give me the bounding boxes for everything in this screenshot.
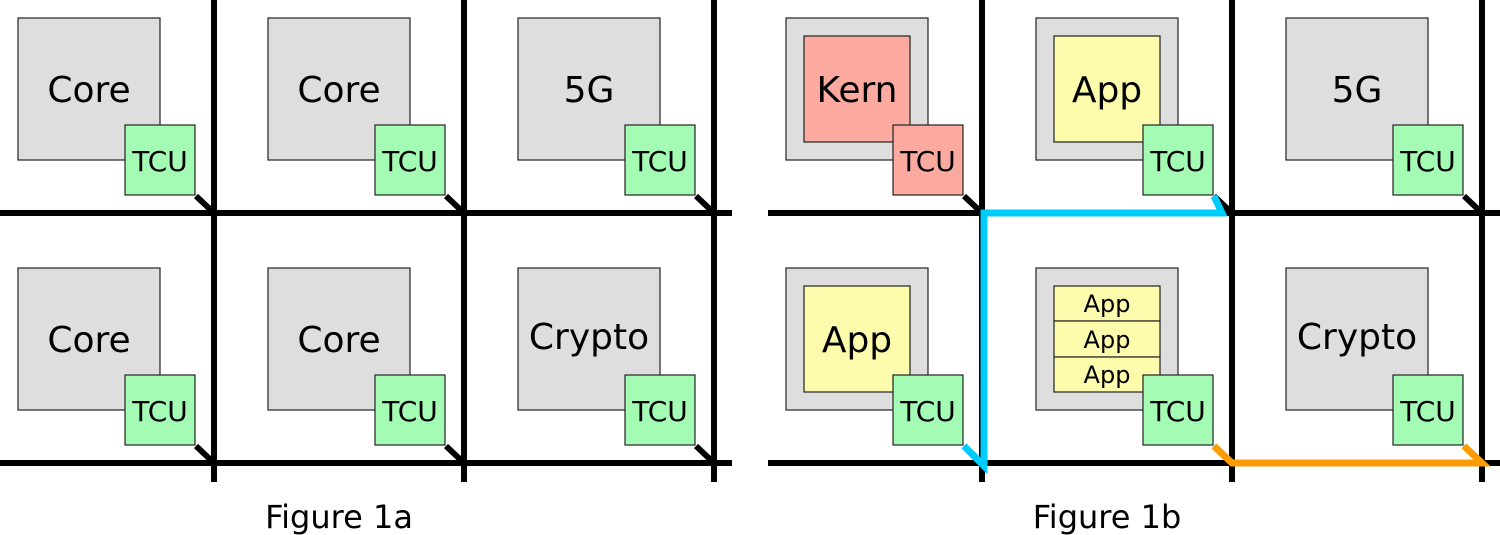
- tile-core-3: Core TCU: [17, 267, 196, 446]
- tile-label: Crypto: [529, 317, 649, 358]
- tcu-label: TCU: [381, 395, 438, 428]
- tcu-box: [374, 124, 446, 196]
- tcu-label: TCU: [1149, 145, 1206, 178]
- tile-crypto: Crypto TCU: [517, 267, 696, 446]
- tcu-label: TCU: [631, 145, 688, 178]
- tcu-box: [1392, 124, 1464, 196]
- router-link: [961, 193, 985, 216]
- tile-label: App: [1072, 70, 1142, 111]
- tile-label: Kern: [817, 70, 898, 111]
- tile-label: Core: [297, 320, 380, 361]
- figure-caption: Figure 1b: [1033, 498, 1182, 535]
- tile-app-1: App TCU: [1035, 17, 1214, 196]
- router-link: [193, 193, 217, 216]
- app-slot-label: App: [1084, 361, 1131, 389]
- tcu-label: TCU: [1399, 145, 1456, 178]
- router-link: [693, 443, 717, 466]
- app-box: [803, 285, 911, 393]
- tile-label: 5G: [564, 70, 615, 111]
- tile-label: Core: [47, 70, 130, 111]
- tcu-box: [624, 374, 696, 446]
- tile-kernel: Kern TCU: [785, 17, 964, 196]
- router-link: [693, 193, 717, 216]
- tile-label: 5G: [1332, 70, 1383, 111]
- app-box: [1053, 35, 1161, 143]
- tile-core-4: Core TCU: [267, 267, 446, 446]
- kernel-box: [803, 35, 911, 143]
- app-slot: [1053, 356, 1161, 393]
- app-slot-label: App: [1084, 326, 1131, 354]
- router-link: [1461, 193, 1485, 216]
- route-blue: [961, 194, 1228, 475]
- app-slot: [1053, 285, 1161, 322]
- tcu-box: [1392, 374, 1464, 446]
- router-link: [193, 443, 217, 466]
- figure-caption: Figure 1a: [265, 498, 413, 535]
- tile-5g: 5G TCU: [517, 17, 696, 196]
- tcu-box: [1142, 124, 1214, 196]
- figure-1b: Kern TCU App TCU 5G TCU App TCU: [768, 0, 1500, 535]
- tcu-box: [124, 124, 196, 196]
- tile-label: Crypto: [1297, 317, 1417, 358]
- tcu-label: TCU: [381, 145, 438, 178]
- tcu-label: TCU: [1399, 395, 1456, 428]
- tcu-label: TCU: [131, 145, 188, 178]
- tcu-box: [374, 374, 446, 446]
- figure-1a: Core TCU Core TCU 5G TCU Core TCU Co: [0, 0, 732, 535]
- tcu-box: [124, 374, 196, 446]
- tile-multi-app: App App App TCU: [1035, 267, 1214, 446]
- tcu-label: TCU: [899, 145, 956, 178]
- route-orange: [1211, 443, 1491, 467]
- tcu-label: TCU: [1149, 395, 1206, 428]
- tcu-box: [1142, 374, 1214, 446]
- tcu-box: [892, 374, 964, 446]
- router-link: [443, 193, 467, 216]
- tile-crypto: Crypto TCU: [1285, 267, 1464, 446]
- tcu-box-kernel: [892, 124, 964, 196]
- tile-label: Core: [297, 70, 380, 111]
- tcu-box: [624, 124, 696, 196]
- tcu-label: TCU: [631, 395, 688, 428]
- tcu-label: TCU: [899, 395, 956, 428]
- app-slot: [1053, 320, 1161, 358]
- router-link: [443, 443, 467, 466]
- noc-grid-1a: [0, 0, 732, 482]
- tile-core-2: Core TCU: [267, 17, 446, 196]
- tcu-label: TCU: [131, 395, 188, 428]
- tile-core-1: Core TCU: [17, 17, 196, 196]
- tile-label: App: [822, 320, 892, 361]
- tile-label: Core: [47, 320, 130, 361]
- tile-5g: 5G TCU: [1285, 17, 1464, 196]
- tile-app-2: App TCU: [785, 267, 964, 446]
- app-slot-label: App: [1084, 290, 1131, 318]
